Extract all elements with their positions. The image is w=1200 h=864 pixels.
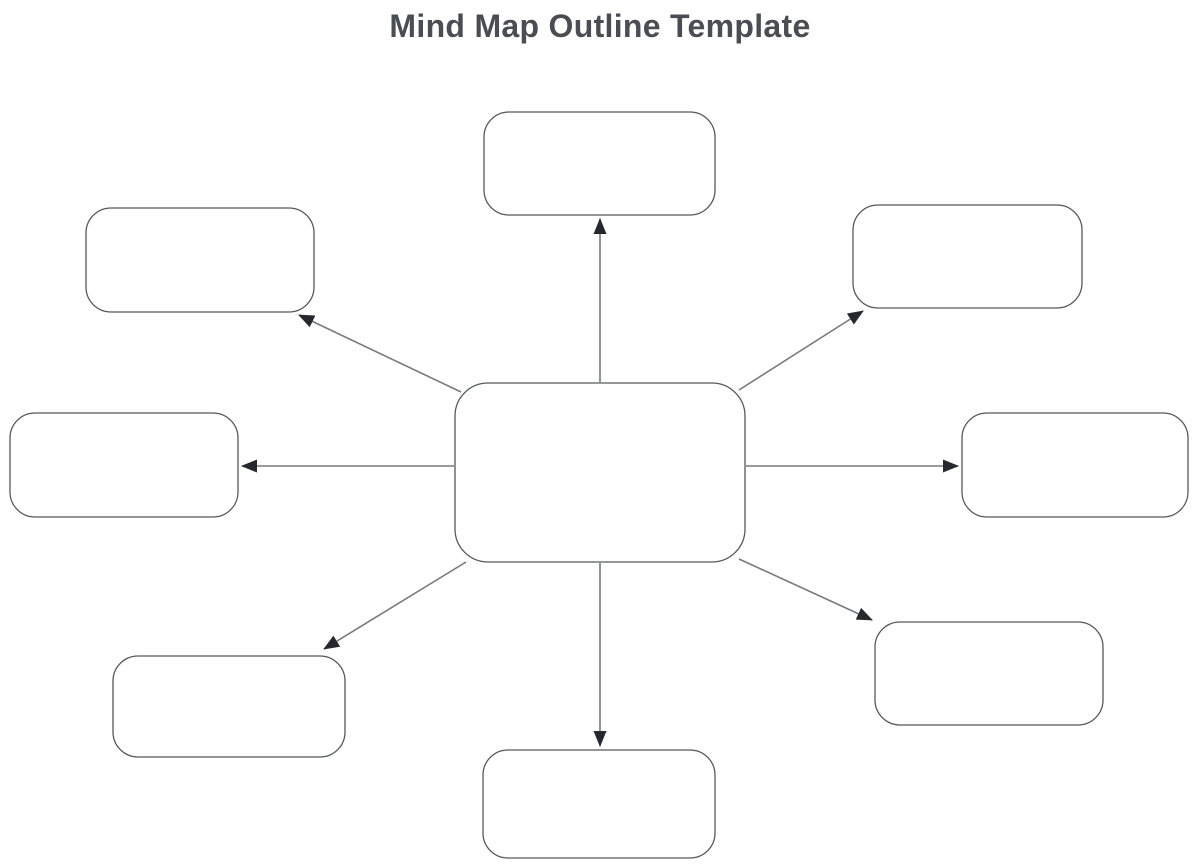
edge-center-to-bottom-right bbox=[738, 558, 873, 621]
node-right[interactable] bbox=[961, 412, 1189, 518]
edge-center-to-top-left bbox=[298, 314, 462, 393]
node-center[interactable] bbox=[454, 382, 746, 563]
node-bottom[interactable] bbox=[482, 749, 716, 859]
node-layer bbox=[9, 111, 1189, 859]
edge-center-to-bottom-left bbox=[323, 561, 467, 650]
node-left[interactable] bbox=[9, 412, 239, 518]
edge-center-to-top-right bbox=[738, 310, 864, 391]
page-title: Mind Map Outline Template bbox=[389, 8, 811, 44]
node-bottom-right[interactable] bbox=[874, 621, 1104, 726]
node-top[interactable] bbox=[483, 111, 716, 216]
node-bottom-left[interactable] bbox=[112, 655, 346, 758]
edge-layer bbox=[241, 218, 959, 747]
node-top-left[interactable] bbox=[85, 207, 315, 313]
node-top-right[interactable] bbox=[852, 204, 1083, 309]
